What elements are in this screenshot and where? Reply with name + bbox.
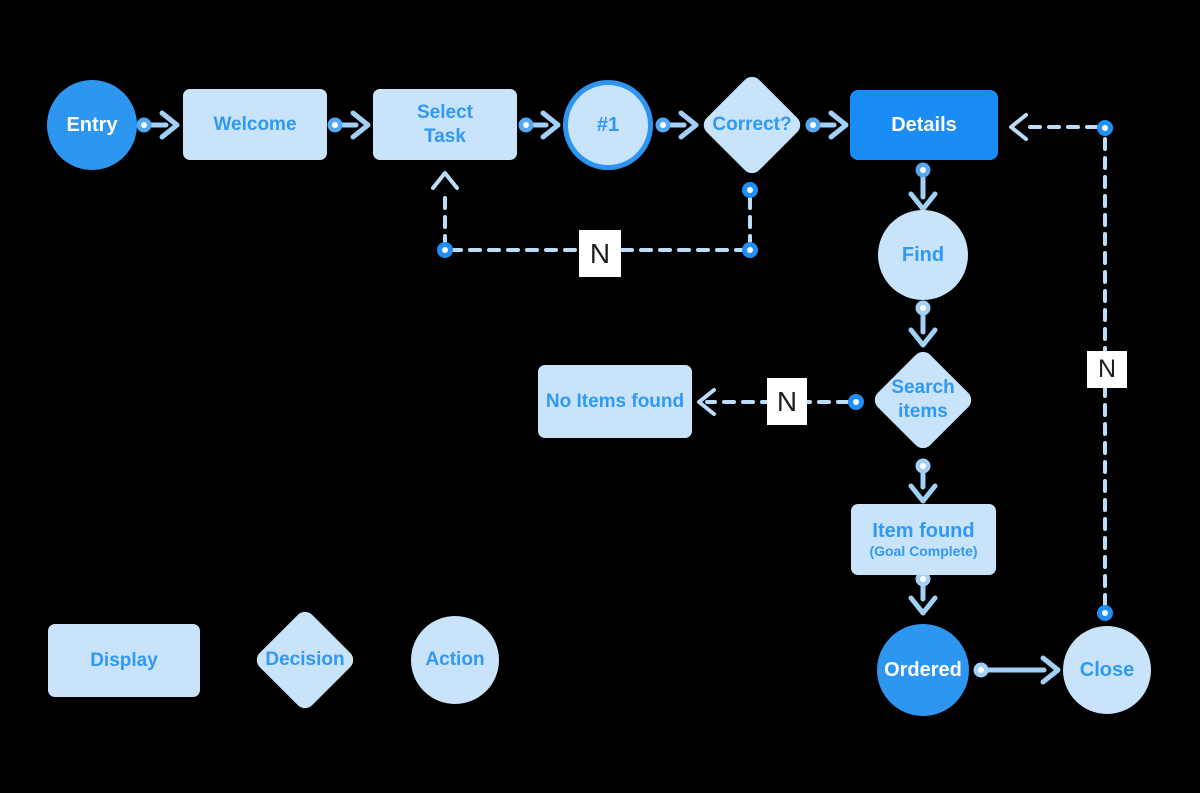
arrowhead-right-icon [540, 110, 561, 140]
solid-edges [148, 110, 1061, 685]
edge-label-close-no: N [1087, 351, 1127, 388]
node-search-items-label: Search items [891, 377, 955, 422]
item-found-subtitle: (Goal Complete) [869, 542, 978, 559]
arrowhead-right-icon [350, 110, 371, 140]
arrowhead-down-icon [908, 595, 938, 616]
edge-ordered-close [985, 655, 1061, 685]
edge-search-no-noitems [697, 388, 850, 416]
arrowhead-right-icon [828, 110, 849, 140]
arrowhead-down-icon [908, 191, 938, 212]
edge-label-search-no: N [767, 378, 807, 425]
node-task-number[interactable]: #1 [563, 80, 653, 170]
node-no-items-found[interactable]: No Items found [538, 365, 692, 438]
arrowhead-right-icon [678, 110, 699, 140]
node-select-task[interactable]: Select Task [373, 89, 517, 160]
edge-entry-welcome [148, 110, 180, 140]
solid-endpoint-dots [136, 117, 989, 678]
node-ordered[interactable]: Ordered [877, 624, 969, 716]
arrowhead-right-icon [1040, 655, 1061, 685]
legend-decision-label: Decision [265, 649, 345, 671]
edge-details-find [908, 174, 938, 212]
legend-action-shape: Action [411, 616, 499, 704]
edge-itemfound-ordered [908, 583, 938, 616]
arrowhead-right-icon [159, 110, 180, 140]
dashed-edges [431, 113, 1107, 607]
node-correct-label: Correct? [712, 114, 792, 136]
arrowhead-up-icon [431, 171, 459, 190]
arrowhead-down-icon [908, 327, 938, 348]
arrowhead-left-icon [1009, 113, 1028, 141]
edge-correct-no-selecttask [431, 171, 752, 252]
item-found-title: Item found [872, 519, 975, 542]
node-correct-decision[interactable]: Correct? [699, 72, 805, 178]
dashed-endpoint-dots [437, 120, 1113, 621]
node-welcome[interactable]: Welcome [183, 89, 327, 160]
edge-search-itemfound [908, 470, 938, 504]
edge-select-task1 [530, 110, 561, 140]
node-close[interactable]: Close [1063, 626, 1151, 714]
edge-correct-details [817, 110, 849, 140]
legend-decision-shape: Decision [252, 607, 358, 713]
node-details[interactable]: Details [850, 90, 998, 160]
node-item-found[interactable]: Item found (Goal Complete) [851, 504, 996, 575]
node-search-items-decision[interactable]: Search items [870, 347, 976, 453]
edge-welcome-select [339, 110, 371, 140]
arrowhead-down-icon [908, 483, 938, 504]
legend-display-shape: Display [48, 624, 200, 697]
node-find[interactable]: Find [878, 210, 968, 300]
edge-find-search [908, 312, 938, 348]
dot-holes [141, 122, 984, 673]
arrowhead-left-icon [697, 388, 716, 416]
edge-label-correct-no: N [579, 230, 621, 277]
edge-task1-correct [667, 110, 699, 140]
node-entry[interactable]: Entry [47, 80, 137, 170]
